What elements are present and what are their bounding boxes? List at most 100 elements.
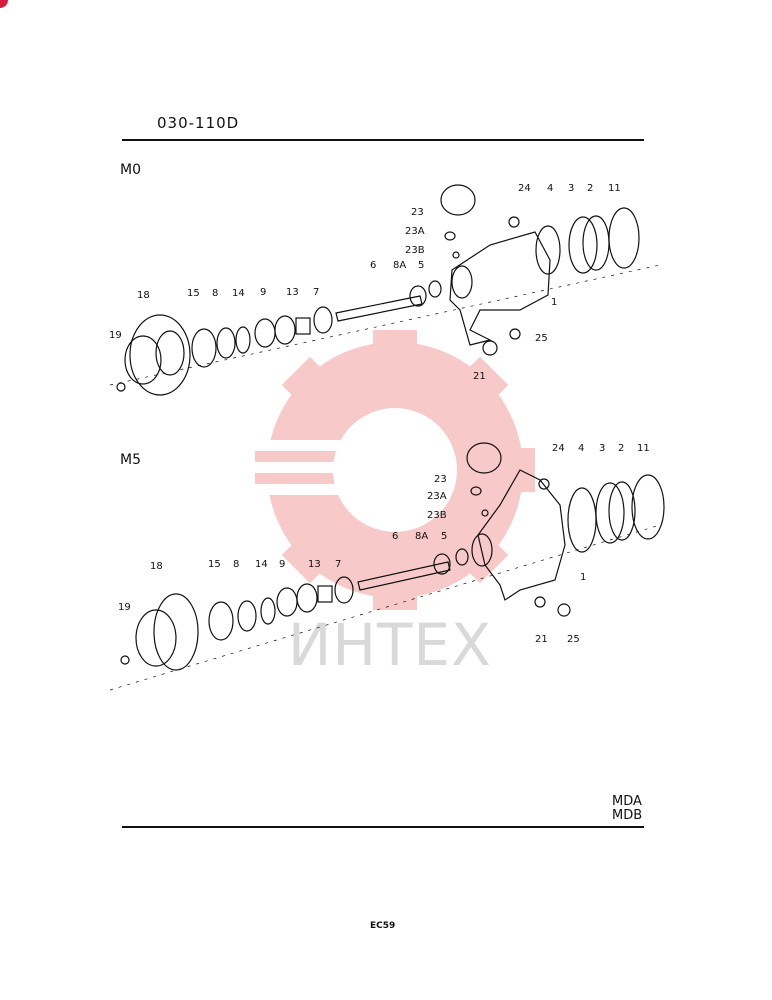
m5-callout-13: 13 xyxy=(308,559,321,570)
m5-flange xyxy=(208,601,234,641)
m0-gasket-23b xyxy=(452,251,460,259)
m0-callout-4: 4 xyxy=(547,183,553,194)
m0-ring-2 xyxy=(582,215,610,271)
m0-ring-3 xyxy=(568,216,598,274)
m0-callout-23b: 23B xyxy=(405,245,425,256)
m5-callouts: 19 18 15 8 14 9 13 7 6 8A 5 23 23A 23B 2… xyxy=(118,443,650,645)
section-title-m0: M0 xyxy=(120,162,141,178)
m5-ring-5 xyxy=(455,548,469,566)
m0-axis xyxy=(109,264,661,386)
m5-gasket-23b xyxy=(481,509,489,517)
m0-plug-24 xyxy=(508,216,520,228)
m5-housing-inlet xyxy=(471,533,493,567)
m0-callout-5: 5 xyxy=(418,260,424,271)
m0-callouts: 19 18 15 8 14 9 13 7 6 8A 5 23 23A 23B 2… xyxy=(109,183,621,382)
m5-callout-3: 3 xyxy=(599,443,605,454)
m5-callout-23: 23 xyxy=(434,474,447,485)
m0-gasket-23a xyxy=(444,231,456,241)
m0-housing xyxy=(449,231,551,346)
m5-callout-15: 15 xyxy=(208,559,221,570)
m5-callout-25: 25 xyxy=(567,634,580,645)
page-number: EC59 xyxy=(370,921,396,931)
page-code: 030-110D xyxy=(157,114,240,132)
m5-ring-2 xyxy=(608,481,636,541)
m5-pulley-hub xyxy=(135,609,177,667)
m5-callout-11: 11 xyxy=(637,443,650,454)
m0-snap-ring xyxy=(235,326,251,354)
m0-callout-8a: 8A xyxy=(393,260,406,271)
m5-shaft xyxy=(357,561,451,591)
m0-seal-8a xyxy=(409,285,427,307)
corner-mark xyxy=(0,0,8,8)
m5-spacer xyxy=(317,585,333,603)
section-title-m5: M5 xyxy=(120,452,141,468)
m0-callout-25: 25 xyxy=(535,333,548,344)
m0-pulley-hub xyxy=(124,335,162,385)
m5-callout-5: 5 xyxy=(441,531,447,542)
m5-view xyxy=(109,442,665,691)
m0-callout-23: 23 xyxy=(411,207,424,218)
m5-callout-4: 4 xyxy=(578,443,584,454)
m5-callout-18: 18 xyxy=(150,561,163,572)
m5-axis xyxy=(109,524,661,691)
m5-bolt xyxy=(120,655,130,665)
m5-plug-24 xyxy=(538,478,550,490)
m5-callout-9: 9 xyxy=(279,559,285,570)
m5-ring-11 xyxy=(631,474,665,540)
m0-ring-5 xyxy=(428,280,442,298)
m0-callout-14: 14 xyxy=(232,288,245,299)
model-mdb: MDB xyxy=(612,808,643,823)
m0-callout-8: 8 xyxy=(212,288,218,299)
m0-seal xyxy=(216,327,236,359)
m0-bearing-7 xyxy=(313,306,333,334)
m0-gasket-23 xyxy=(440,184,476,216)
m5-callout-2: 2 xyxy=(618,443,624,454)
m0-callout-15: 15 xyxy=(187,288,200,299)
watermark-text: ИНТЕХ xyxy=(288,611,492,679)
m0-impeller xyxy=(535,225,561,275)
m0-callout-2: 2 xyxy=(587,183,593,194)
m5-callout-8: 8 xyxy=(233,559,239,570)
model-mda: MDA xyxy=(612,794,642,809)
m0-callout-24: 24 xyxy=(518,183,531,194)
m0-callout-21: 21 xyxy=(473,371,486,382)
m5-snap-ring xyxy=(260,597,276,625)
m5-callout-21: 21 xyxy=(535,634,548,645)
m0-bearing-a xyxy=(254,318,276,348)
bottom-rule xyxy=(122,826,644,828)
m0-callout-11: 11 xyxy=(608,183,621,194)
m0-shaft xyxy=(335,295,423,322)
m5-callout-24: 24 xyxy=(552,443,565,454)
m5-gasket-23a xyxy=(470,486,482,496)
m5-callout-23b: 23B xyxy=(427,510,447,521)
m0-callout-19: 19 xyxy=(109,330,122,341)
m5-housing xyxy=(477,469,566,601)
m5-gasket-23 xyxy=(466,442,502,474)
m5-callout-8a: 8A xyxy=(415,531,428,542)
watermark-gear-logo xyxy=(228,330,535,610)
m0-bolt xyxy=(116,382,126,392)
m5-callout-14: 14 xyxy=(255,559,268,570)
m5-seal-8a xyxy=(433,553,451,575)
m5-impeller xyxy=(567,487,597,553)
m0-spacer xyxy=(295,317,311,335)
m0-callout-3: 3 xyxy=(568,183,574,194)
m5-callout-19: 19 xyxy=(118,602,131,613)
m0-callout-7: 7 xyxy=(313,287,319,298)
m0-callout-1: 1 xyxy=(551,297,557,308)
m5-bearing-b xyxy=(296,583,318,613)
m0-callout-13: 13 xyxy=(286,287,299,298)
top-rule xyxy=(122,139,644,141)
m5-plug-25 xyxy=(557,603,571,617)
m0-flange xyxy=(191,328,217,368)
m0-callout-9: 9 xyxy=(260,287,266,298)
m0-pulley xyxy=(129,314,191,396)
m5-seal xyxy=(237,600,257,632)
m5-callout-7: 7 xyxy=(335,559,341,570)
m5-bearing-7 xyxy=(334,576,354,604)
m5-plug-21 xyxy=(534,596,546,608)
m0-plug-25 xyxy=(509,328,521,340)
model-list: MDA MDB xyxy=(612,795,642,823)
m0-view xyxy=(109,184,661,396)
